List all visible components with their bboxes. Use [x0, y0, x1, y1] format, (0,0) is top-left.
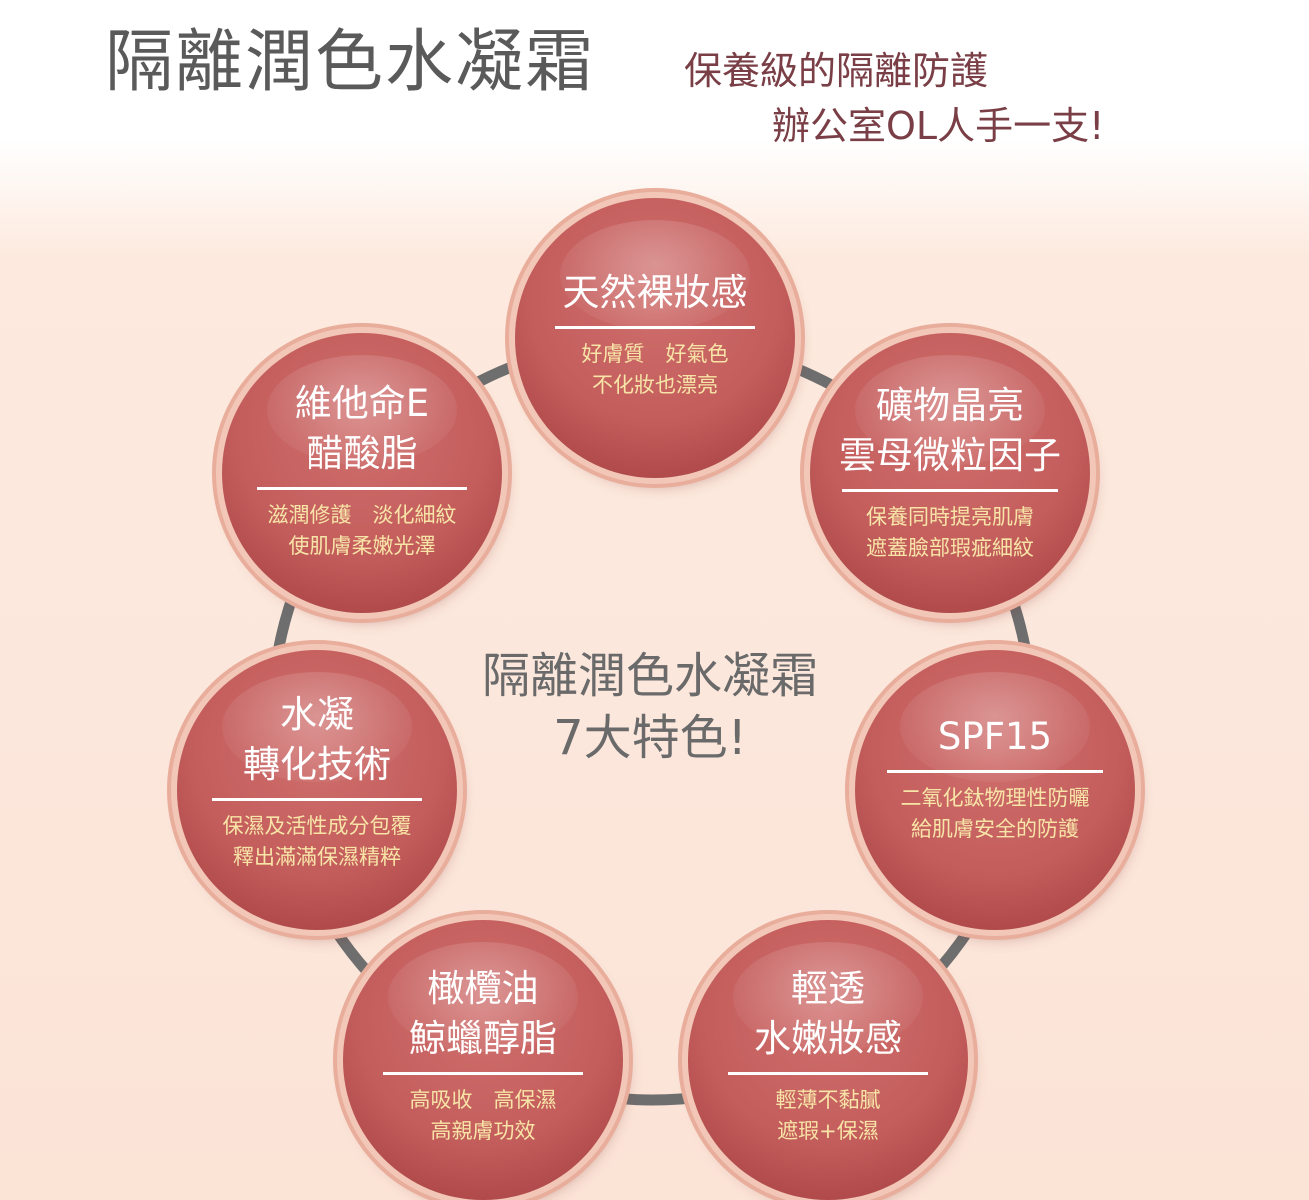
feature-text: 保濕及活性成分包覆	[222, 814, 412, 838]
feature-heading: 礦物晶亮	[876, 384, 1024, 427]
tagline-line-1: 保養級的隔離防護	[684, 49, 989, 93]
feature-heading: SPF15	[937, 715, 1053, 758]
feature-text: 高親膚功效	[430, 1119, 536, 1143]
feature-heading: 雲母微粒因子	[839, 434, 1061, 477]
feature-text: 高吸收 高保濕	[409, 1088, 557, 1112]
feature-text: 好膚質 好氣色	[581, 342, 729, 366]
feature-text: 給肌膚安全的防護	[911, 817, 1079, 841]
center-label: 隔離潤色水凝霜 7大特色!	[440, 645, 860, 769]
feature-heading: 醋酸脂	[306, 432, 418, 475]
feature-divider	[842, 489, 1058, 492]
feature-text: 遮蓋臉部瑕疵細紋	[866, 536, 1034, 560]
feature-heading: 輕透	[791, 967, 865, 1010]
feature-heading: 鯨蠟醇脂	[409, 1017, 557, 1060]
tagline-line-2: 辦公室OL人手一支!	[772, 104, 1105, 148]
feature-text: 不化妝也漂亮	[592, 373, 718, 397]
feature-text: 使肌膚柔嫩光澤	[288, 534, 436, 558]
feature-divider	[383, 1072, 583, 1075]
feature-bubble-natural-nude: 天然裸妝感 好膚質 好氣色 不化妝也漂亮	[515, 198, 795, 478]
feature-divider	[212, 798, 422, 801]
center-title: 隔離潤色水凝霜	[481, 648, 818, 704]
feature-divider	[257, 487, 467, 490]
feature-divider	[728, 1072, 928, 1075]
feature-heading: 橄欖油	[427, 967, 539, 1010]
feature-heading: 水凝	[280, 693, 354, 736]
feature-bubble-spf15: SPF15 二氧化鈦物理性防曬 給肌膚安全的防護	[855, 650, 1135, 930]
feature-text: 釋出滿滿保濕精粹	[233, 845, 401, 869]
feature-heading: 天然裸妝感	[562, 271, 748, 314]
feature-bubble-olive-oil: 橄欖油 鯨蠟醇脂 高吸收 高保濕 高親膚功效	[343, 920, 623, 1200]
page-title: 隔離潤色水凝霜	[105, 23, 596, 102]
feature-text: 二氧化鈦物理性防曬	[900, 786, 1090, 810]
center-subtitle: 7大特色!	[553, 710, 747, 766]
feature-divider	[555, 326, 755, 329]
feature-heading: 轉化技術	[243, 743, 391, 786]
feature-text: 滋潤修護 淡化細紋	[267, 503, 457, 527]
feature-heading: 維他命E	[294, 382, 430, 425]
feature-bubble-vitamin-e: 維他命E 醋酸脂 滋潤修護 淡化細紋 使肌膚柔嫩光澤	[222, 333, 502, 613]
feature-bubble-mineral-shine: 礦物晶亮 雲母微粒因子 保養同時提亮肌膚 遮蓋臉部瑕疵細紋	[810, 333, 1090, 613]
feature-text: 輕薄不黏膩	[775, 1088, 881, 1112]
feature-text: 遮瑕+保濕	[777, 1119, 879, 1143]
feature-divider	[887, 770, 1103, 773]
feature-heading: 水嫩妝感	[754, 1017, 902, 1060]
feature-text: 保養同時提亮肌膚	[866, 505, 1034, 529]
feature-bubble-water-gel: 水凝 轉化技術 保濕及活性成分包覆 釋出滿滿保濕精粹	[177, 650, 457, 930]
feature-bubble-light-dewy: 輕透 水嫩妝感 輕薄不黏膩 遮瑕+保濕	[688, 920, 968, 1200]
